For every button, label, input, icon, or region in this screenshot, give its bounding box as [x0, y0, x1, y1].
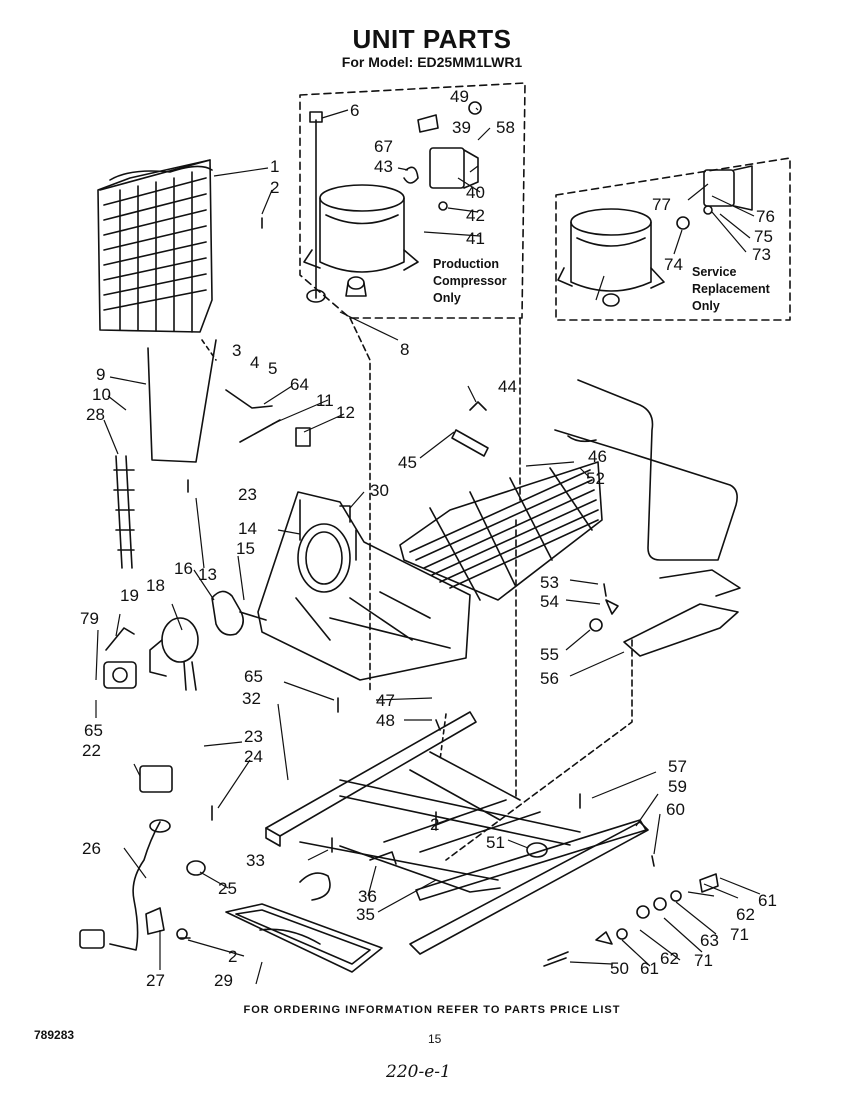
callout-54: 54	[540, 592, 559, 611]
callout-74: 74	[664, 255, 683, 274]
callout-39: 39	[452, 118, 471, 137]
callout-50: 50	[610, 959, 629, 978]
callout-61-b: 61	[640, 959, 659, 978]
callout-48: 48	[376, 711, 395, 730]
ordering-footer: FOR ORDERING INFORMATION REFER TO PARTS …	[243, 1004, 621, 1016]
production-compressor-shape	[303, 184, 419, 297]
callout-35: 35	[356, 905, 375, 924]
callout-29: 29	[214, 971, 233, 990]
callout-53: 53	[540, 573, 559, 592]
callout-44: 44	[498, 377, 517, 396]
production-compressor-box	[299, 82, 526, 319]
production-label-line-1: Production	[433, 257, 499, 271]
callout-79: 79	[80, 609, 99, 628]
callout-56: 56	[540, 669, 559, 688]
callout-30: 30	[370, 481, 389, 500]
callout-22: 22	[82, 741, 101, 760]
callout-76: 76	[756, 207, 775, 226]
callout-4: 4	[250, 353, 259, 372]
callout-14: 14	[238, 519, 257, 538]
callout-61-a: 61	[758, 891, 777, 910]
service-label-line-3: Only	[692, 299, 720, 313]
document-number: 789283	[34, 1028, 75, 1042]
callout-6: 6	[350, 101, 359, 120]
callout-47: 47	[376, 691, 395, 710]
callout-24: 24	[244, 747, 263, 766]
service-compressor-shape	[557, 208, 665, 307]
callout-73: 73	[752, 245, 771, 264]
service-label-line-1: Service	[692, 265, 737, 279]
callout-23-b: 23	[244, 727, 263, 746]
callout-41: 41	[466, 229, 485, 248]
callout-60: 60	[666, 800, 685, 819]
callout-71-b: 71	[694, 951, 713, 970]
callout-65-b: 65	[84, 721, 103, 740]
callout-59: 59	[668, 777, 687, 796]
callout-62-b: 62	[660, 949, 679, 968]
callout-42: 42	[466, 206, 485, 225]
callout-52: 52	[586, 469, 605, 488]
callout-46: 46	[588, 447, 607, 466]
callout-45: 45	[398, 453, 417, 472]
callout-10: 10	[92, 385, 111, 404]
callout-1: 1	[270, 157, 279, 176]
model-subtitle: For Model: ED25MM1LWR1	[341, 54, 523, 70]
callout-13: 13	[198, 565, 217, 584]
fan-motor-shape	[103, 617, 199, 691]
callout-40: 40	[466, 183, 485, 202]
callout-3: 3	[232, 341, 241, 360]
callout-28: 28	[86, 405, 105, 424]
callout-63: 63	[700, 931, 719, 950]
callout-62-a: 62	[736, 905, 755, 924]
callout-25: 25	[218, 879, 237, 898]
callout-12: 12	[336, 403, 355, 422]
callout-77: 77	[652, 195, 671, 214]
callout-9: 9	[96, 365, 105, 384]
fan-blade-shape	[211, 590, 244, 636]
callout-64: 64	[290, 375, 309, 394]
diagram-title: UNIT PARTS	[352, 24, 512, 54]
handwritten-note: 220-e-1	[386, 1062, 451, 1082]
callout-27: 27	[146, 971, 165, 990]
callout-5: 5	[268, 359, 277, 378]
callout-55: 55	[540, 645, 559, 664]
callout-26: 26	[82, 839, 101, 858]
callout-16: 16	[174, 559, 193, 578]
callout-2-c: 2	[228, 947, 237, 966]
callout-49: 49	[450, 87, 469, 106]
page-number: 15	[428, 1032, 442, 1046]
evaporator-coil-shape	[399, 461, 603, 601]
callout-2-b: 2	[430, 815, 439, 834]
callout-65-a: 65	[244, 667, 263, 686]
callout-2-a: 2	[270, 178, 279, 197]
base-frame-shape	[265, 711, 649, 955]
callout-58: 58	[496, 118, 515, 137]
bracket-plate-shape	[257, 491, 471, 681]
callout-71-a: 71	[730, 925, 749, 944]
production-label-line-2: Compressor	[433, 274, 507, 288]
callout-36: 36	[358, 887, 377, 906]
callout-32: 32	[242, 689, 261, 708]
production-label-line-3: Only	[433, 291, 461, 305]
callout-57: 57	[668, 757, 687, 776]
callout-15: 15	[236, 539, 255, 558]
callout-75: 75	[754, 227, 773, 246]
drain-pan-shape	[225, 903, 383, 973]
callout-11: 11	[316, 391, 334, 410]
callout-19: 19	[120, 586, 139, 605]
callout-51: 51	[486, 833, 505, 852]
callout-33: 33	[246, 851, 265, 870]
condenser-coil-shape	[97, 159, 213, 333]
callout-67: 67	[374, 137, 393, 156]
callout-18: 18	[146, 576, 165, 595]
callout-23-a: 23	[238, 485, 257, 504]
service-label-line-2: Replacement	[692, 282, 771, 296]
callout-8: 8	[400, 340, 409, 359]
callout-43: 43	[374, 157, 393, 176]
